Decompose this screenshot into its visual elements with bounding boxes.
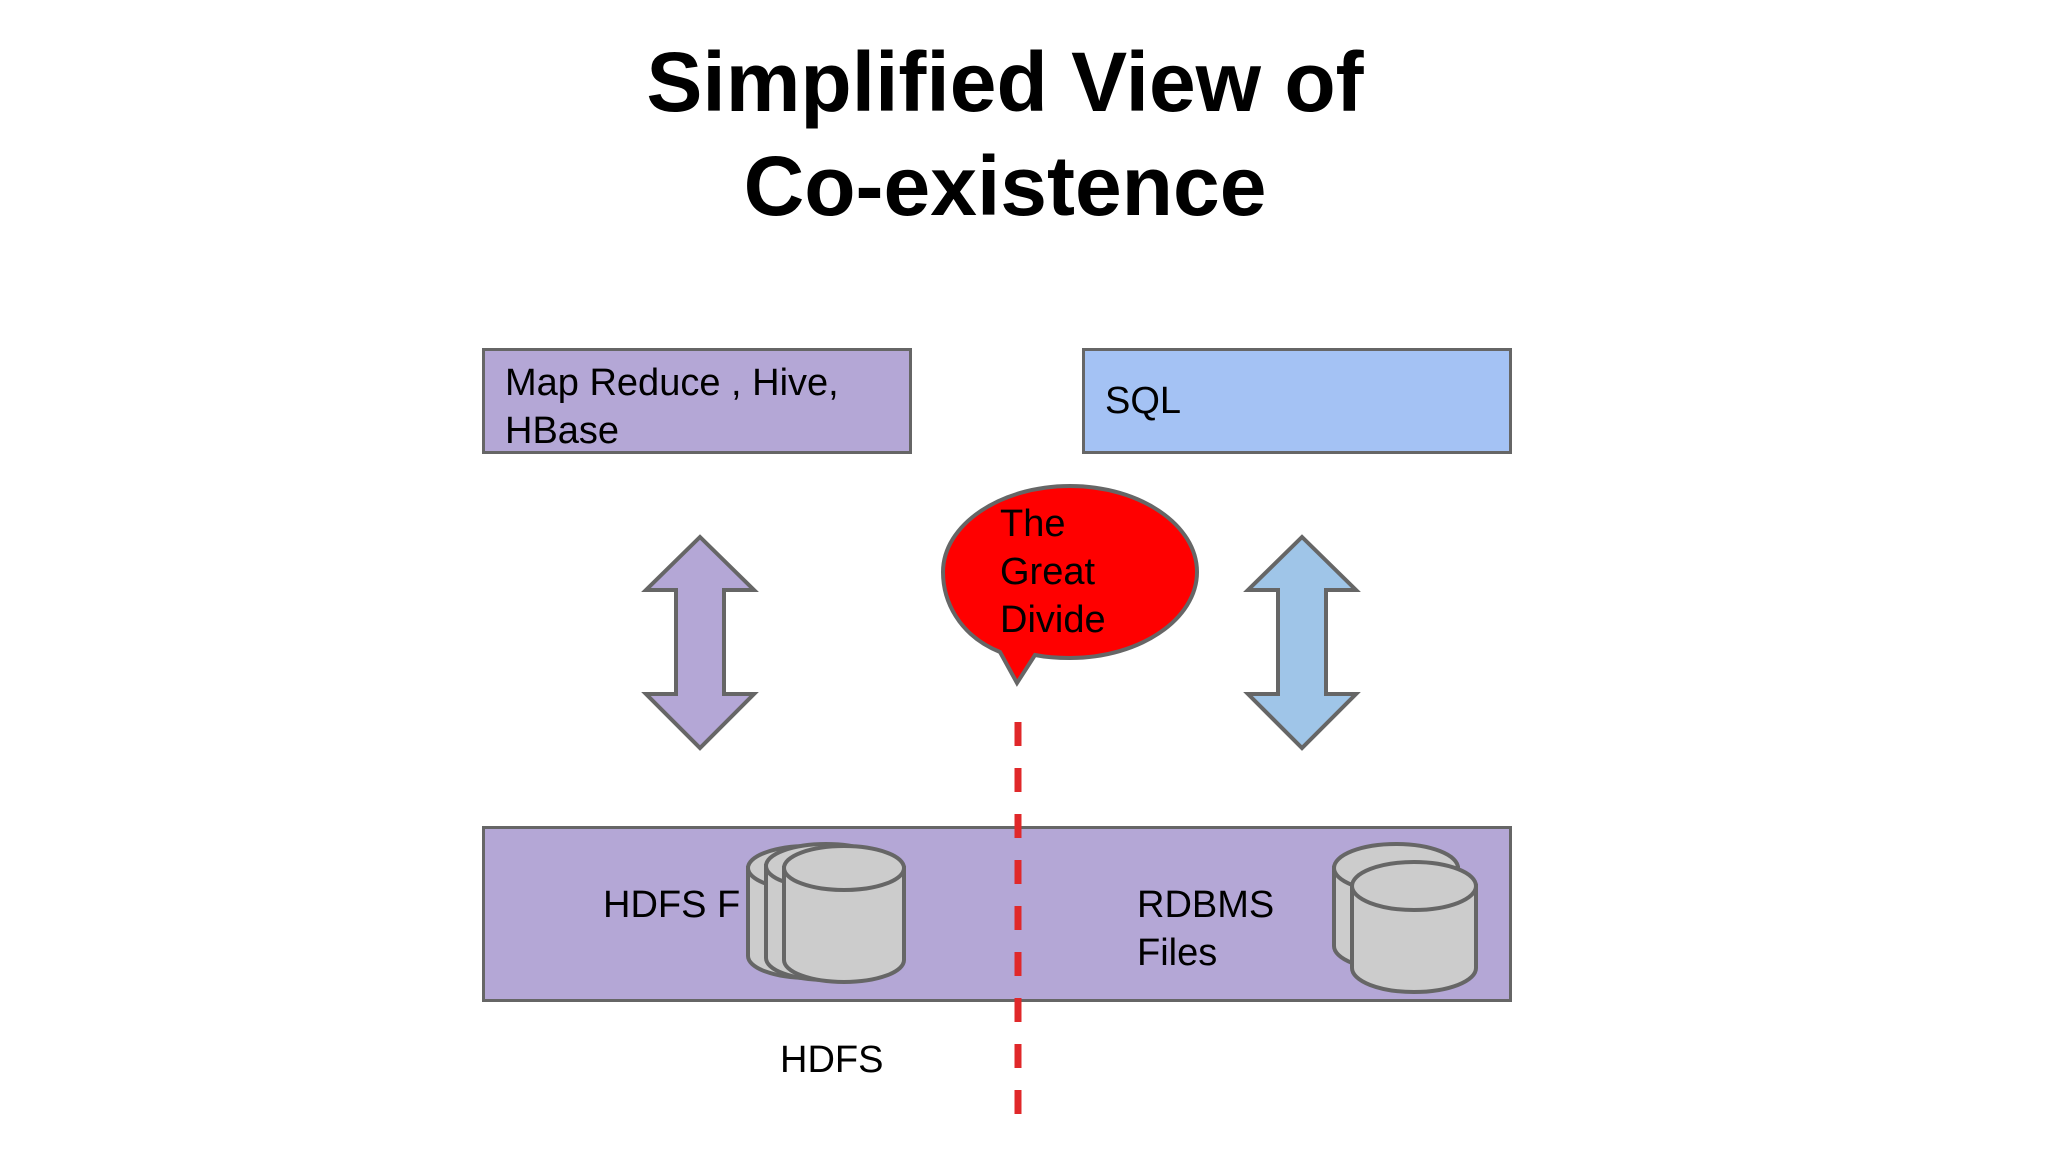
bubble-text: The Great Divide <box>1000 500 1160 644</box>
slide-title-line-2: Co-existence <box>743 139 1267 233</box>
hdfs-caption: HDFS <box>780 1039 884 1081</box>
hadoop-tools-line-2: HBase <box>505 410 620 452</box>
bubble-text-line-3: Divide <box>1000 599 1106 641</box>
hdfs-database-icon <box>746 842 906 984</box>
bubble-text-line-2: Great <box>1000 551 1096 593</box>
rdbms-files-label: RDBMS Files <box>1137 881 1337 977</box>
hadoop-tools-box: Map Reduce , Hive, HBase <box>482 348 912 454</box>
slide-title-line-1: Simplified View of <box>646 35 1364 129</box>
great-divide-bubble <box>940 483 1200 687</box>
rdbms-database-icon <box>1332 842 1478 994</box>
bubble-text-line-1: The <box>1000 503 1066 545</box>
sql-box: SQL <box>1082 348 1512 454</box>
slide-title: Simplified View of Co-existence <box>0 30 2010 238</box>
hdfs-files-label: HDFS F <box>603 884 741 926</box>
rdbms-files-line-2: Files <box>1137 932 1218 974</box>
sql-label: SQL <box>1105 380 1182 422</box>
left-double-arrow <box>641 534 759 751</box>
hadoop-tools-line-1: Map Reduce , Hive, <box>505 362 839 404</box>
right-double-arrow <box>1243 534 1361 751</box>
rdbms-files-line-1: RDBMS <box>1137 884 1275 926</box>
